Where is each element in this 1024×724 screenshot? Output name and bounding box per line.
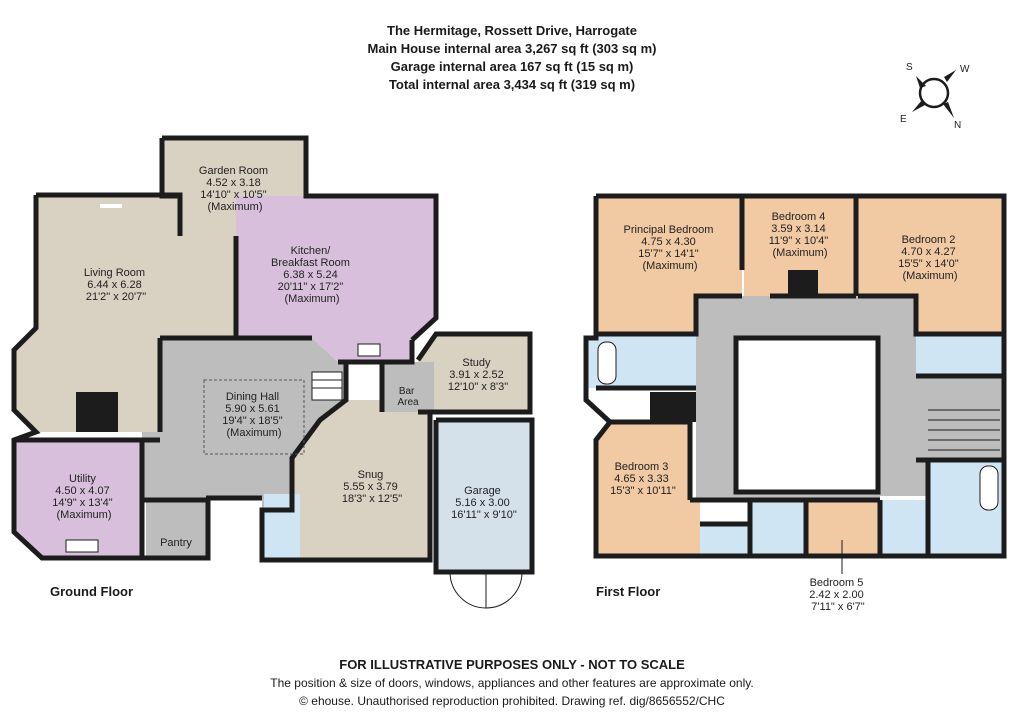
bedroom-2-label: Bedroom 2 4.70 x 4.27 15'5" x 14'0" (Max… bbox=[898, 234, 961, 282]
living-room bbox=[14, 195, 236, 432]
utility-label: Utility 4.50 x 4.07 14'9" x 13'4" (Maxim… bbox=[52, 473, 115, 521]
principal-bedroom bbox=[596, 196, 742, 334]
compass-s-label: S bbox=[906, 62, 913, 73]
compass-n-label: N bbox=[954, 120, 961, 131]
approximation-note: The position & size of doors, windows, a… bbox=[270, 676, 754, 690]
shower-room bbox=[752, 500, 806, 556]
snug bbox=[292, 400, 430, 560]
pantry-label: Pantry bbox=[160, 537, 192, 549]
bathroom-wc bbox=[880, 500, 928, 556]
compass-w-label: W bbox=[960, 64, 970, 75]
study-label: Study 3.91 x 2.52 12'10" x 8'3" bbox=[448, 357, 508, 393]
study bbox=[418, 334, 530, 412]
first-floor-label: First Floor bbox=[596, 584, 661, 599]
dining-hall bbox=[142, 338, 346, 510]
compass-e-label: E bbox=[900, 114, 907, 125]
garden-room-label: Garden Room 4.52 x 3.18 14'10" x 10'5" (… bbox=[199, 165, 271, 213]
bedroom-2 bbox=[858, 196, 1004, 334]
bedroom-4-label: Bedroom 4 3.59 x 3.14 11'9" x 10'4" (Max… bbox=[769, 211, 832, 259]
bedroom-2-ensuite bbox=[916, 334, 1004, 376]
first-floor-plan: Principal Bedroom 4.75 x 4.30 15'7" x 14… bbox=[583, 193, 1007, 613]
bedroom-5-label: Bedroom 5 2.42 x 2.00 7'11" x 6'7" bbox=[809, 577, 867, 613]
ground-floor-label: Ground Floor bbox=[50, 584, 134, 599]
footer: FOR ILLUSTRATIVE PURPOSES ONLY - NOT TO … bbox=[0, 656, 1024, 710]
snug-label: Snug 5.55 x 3.79 18'3" x 12'5" bbox=[342, 469, 402, 505]
header: The Hermitage, Rossett Drive, Harrogate … bbox=[0, 22, 1024, 94]
copyright-notice: © ehouse. Unauthorised reproduction proh… bbox=[299, 694, 725, 708]
main-house-area: Main House internal area 3,267 sq ft (30… bbox=[367, 41, 657, 56]
kitchen-label: Kitchen/ Breakfast Room 6.38 x 5.24 20'1… bbox=[271, 245, 353, 305]
light-well bbox=[733, 335, 881, 495]
living-room-label: Living Room 6.44 x 6.28 21'2" x 20'7" bbox=[84, 267, 148, 303]
pantry bbox=[146, 500, 206, 558]
principal-bedroom-label: Principal Bedroom 4.75 x 4.30 15'7" x 14… bbox=[624, 224, 717, 272]
utility bbox=[14, 440, 142, 558]
bar-area-label: Bar Area bbox=[397, 386, 419, 408]
dining-hall-label: Dining Hall 5.90 x 5.61 19'4" x 18'5" (M… bbox=[222, 391, 285, 439]
property-address: The Hermitage, Rossett Drive, Harrogate bbox=[387, 23, 637, 38]
kitchen-breakfast-room bbox=[236, 196, 436, 362]
total-area: Total internal area 3,434 sq ft (319 sq … bbox=[388, 77, 636, 92]
bar-area bbox=[382, 362, 434, 412]
first-floor-wc bbox=[700, 524, 750, 556]
ground-floor-plan: Garden Room 4.52 x 3.18 14'10" x 10'5" (… bbox=[11, 135, 535, 609]
garage-label: Garage 5.16 x 3.00 16'11" x 9'10" bbox=[451, 485, 517, 521]
ground-wc bbox=[264, 494, 300, 558]
compass-icon: S W E N bbox=[900, 62, 970, 131]
bedroom-3 bbox=[596, 422, 700, 556]
disclaimer: FOR ILLUSTRATIVE PURPOSES ONLY - NOT TO … bbox=[339, 657, 685, 672]
garage bbox=[436, 420, 532, 572]
garage-area: Garage internal area 167 sq ft (15 sq m) bbox=[390, 59, 634, 74]
bedroom-3-label: Bedroom 3 4.65 x 3.33 15'3" x 10'11" bbox=[610, 461, 676, 497]
